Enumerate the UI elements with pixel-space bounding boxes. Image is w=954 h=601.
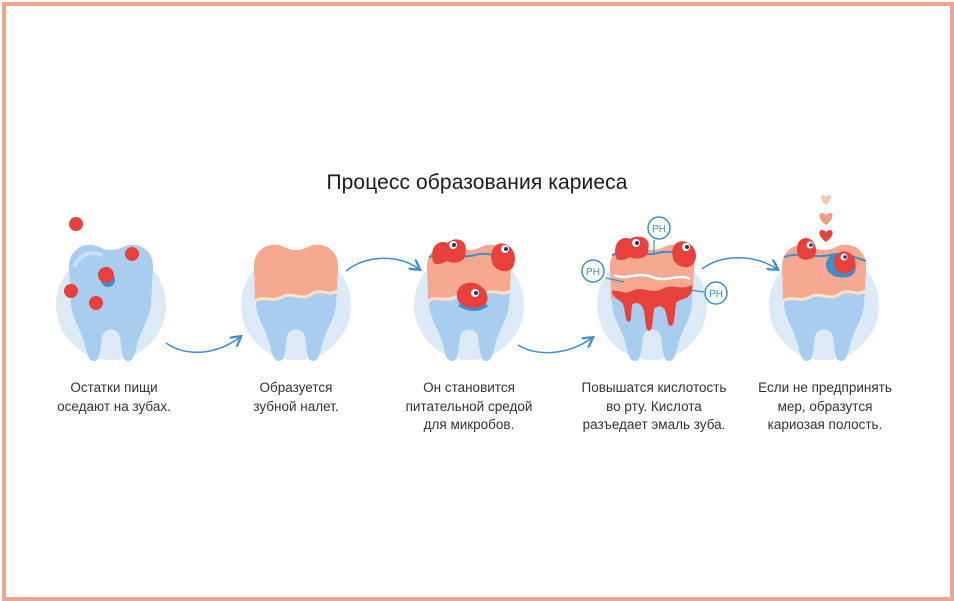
step-4-caption: Повышатся кислотость во рту. Кислота раз…	[569, 379, 739, 435]
microbe-icon	[833, 251, 856, 274]
ph-badge: PH	[581, 259, 625, 283]
acid-drip	[612, 285, 692, 331]
heart-icon	[819, 230, 833, 242]
step-5-illustration	[769, 237, 879, 361]
microbe-icon	[672, 241, 696, 268]
microbe-icon	[615, 236, 649, 260]
caption-line: разъедает эмаль зуба.	[582, 417, 726, 432]
arrow-icon	[165, 337, 240, 354]
arrow-icon	[701, 257, 777, 269]
svg-text:PH: PH	[709, 289, 723, 300]
svg-text:PH: PH	[586, 267, 600, 278]
heart-icon	[821, 195, 831, 205]
step-1-illustration	[56, 217, 166, 361]
caption-line: Он становится	[423, 380, 515, 395]
caption-line: оседают на зубах.	[57, 398, 171, 414]
caption-line: кариозая полость.	[767, 417, 883, 432]
food-particle	[125, 247, 139, 261]
step-2-illustration	[241, 244, 351, 361]
caption-line: Если не предпринять	[758, 380, 892, 395]
food-particle	[64, 284, 78, 298]
heart-icon	[819, 213, 833, 225]
step-3-caption: Он становится питательной средой для мик…	[384, 379, 554, 435]
step-5-caption: Если не предпринять мер, образутся карио…	[740, 379, 910, 435]
caption-line: Образуется	[259, 380, 333, 395]
step-3-illustration	[414, 239, 524, 361]
plaque-layer	[610, 244, 694, 299]
ph-badge: PH	[647, 216, 671, 254]
microbe-icon	[432, 239, 466, 264]
plaque-layer	[254, 244, 338, 301]
diagram-title: Процесс образования кариеса	[326, 171, 628, 194]
food-particle	[69, 217, 83, 231]
arrow-icon	[345, 257, 419, 272]
caption-line: зубной налет.	[253, 398, 339, 414]
step-4-illustration	[597, 236, 707, 361]
step-1-caption: Остатки пищи оседают на зубах.	[29, 379, 199, 416]
microbe-icon	[796, 237, 817, 260]
food-particle	[89, 296, 103, 310]
microbe-icon	[456, 282, 488, 311]
microbe-icon	[491, 243, 515, 272]
ph-badge: PH	[689, 281, 728, 305]
caption-line: Повышатся кислотость	[581, 380, 727, 395]
caption-line: Остатки пищи	[70, 380, 158, 395]
caption-line: для микробов.	[423, 417, 515, 432]
arrow-icon	[517, 338, 592, 354]
food-particle	[98, 267, 114, 283]
caption-line: питательной средой	[405, 398, 533, 414]
caption-line: мер, образутся	[777, 398, 873, 414]
step-2-caption: Образуется зубной налет.	[211, 379, 381, 416]
caption-line: во рту. Кислота	[606, 398, 702, 414]
svg-text:PH: PH	[652, 224, 666, 235]
